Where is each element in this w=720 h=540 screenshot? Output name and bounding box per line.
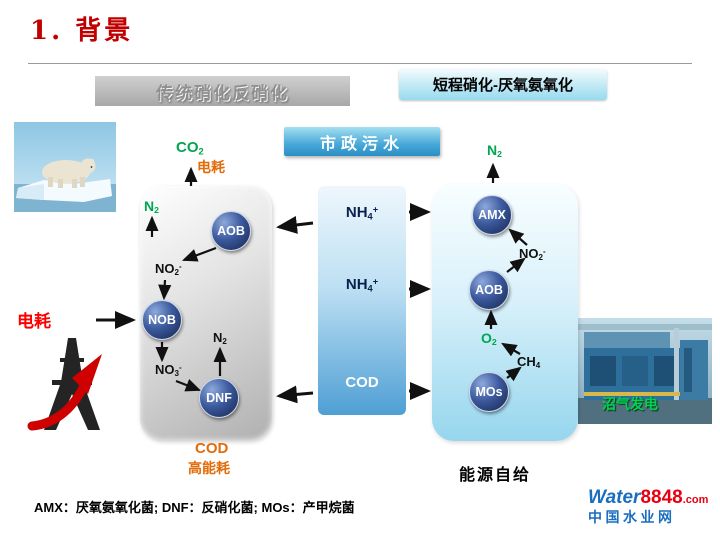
logo-number-text: 8848 — [640, 487, 683, 508]
amx-node: AMX — [472, 195, 512, 235]
mos-node: MOs — [469, 372, 509, 412]
logo-cn-text: 中国水业网 — [588, 508, 676, 525]
self-energy-label: 能源自给 — [459, 467, 532, 484]
aob-node-right: AOB — [469, 270, 509, 310]
cod-to-dnf-arrow — [276, 385, 314, 404]
n2-mid-label: N2 — [213, 330, 227, 346]
nh4-to-aob-left-arrow — [276, 215, 314, 234]
site-logo: Water8848.com 中国水业网 — [588, 487, 709, 525]
header-shortcut: 短程硝化-厌氧氨氧化 — [399, 69, 607, 100]
influent-box: 市政污水 — [284, 127, 440, 156]
page-title: 1. 背景 — [30, 16, 134, 46]
no3-label: NO3- — [155, 362, 182, 378]
footnote: AMX：厌氧氨氧化菌; DNF：反硝化菌; MOs：产甲烷菌 — [34, 500, 355, 515]
o2-label: O2 — [481, 330, 497, 348]
biogas-plant-image — [578, 318, 712, 424]
power-top-label: 电耗 — [197, 159, 225, 175]
n2-left-label: N2 — [144, 198, 159, 216]
aob-node-left: AOB — [211, 211, 251, 251]
cod-bottom-label: COD — [195, 440, 229, 457]
influent-column — [318, 186, 406, 415]
no2-right-label: NO2- — [519, 246, 546, 262]
cod-mid-label: COD — [345, 374, 379, 391]
no2-left-label: NO2- — [155, 261, 182, 277]
biogas-label: 沼气发电 — [602, 396, 658, 412]
dnf-node: DNF — [199, 378, 239, 418]
logo-water-text: Water — [588, 487, 641, 508]
nh4-mid-label: NH4+ — [345, 276, 379, 294]
electricity-tower-image — [26, 336, 118, 432]
polar-bear-image — [14, 122, 116, 212]
logo-wordmark: Water8848.com — [588, 487, 709, 509]
nh4-top-label: NH4+ — [345, 204, 379, 222]
co2-label: CO2 — [176, 139, 204, 157]
logo-domain-text: .com — [682, 494, 709, 506]
high-energy-label: 高能耗 — [188, 460, 230, 476]
nob-node: NOB — [142, 300, 182, 340]
header-traditional: 传统硝化反硝化 — [95, 76, 350, 106]
n2-right-label: N2 — [487, 142, 502, 160]
ch4-label: CH4 — [517, 354, 541, 370]
power-side-label: 电耗 — [17, 312, 51, 331]
title-divider — [28, 63, 692, 64]
